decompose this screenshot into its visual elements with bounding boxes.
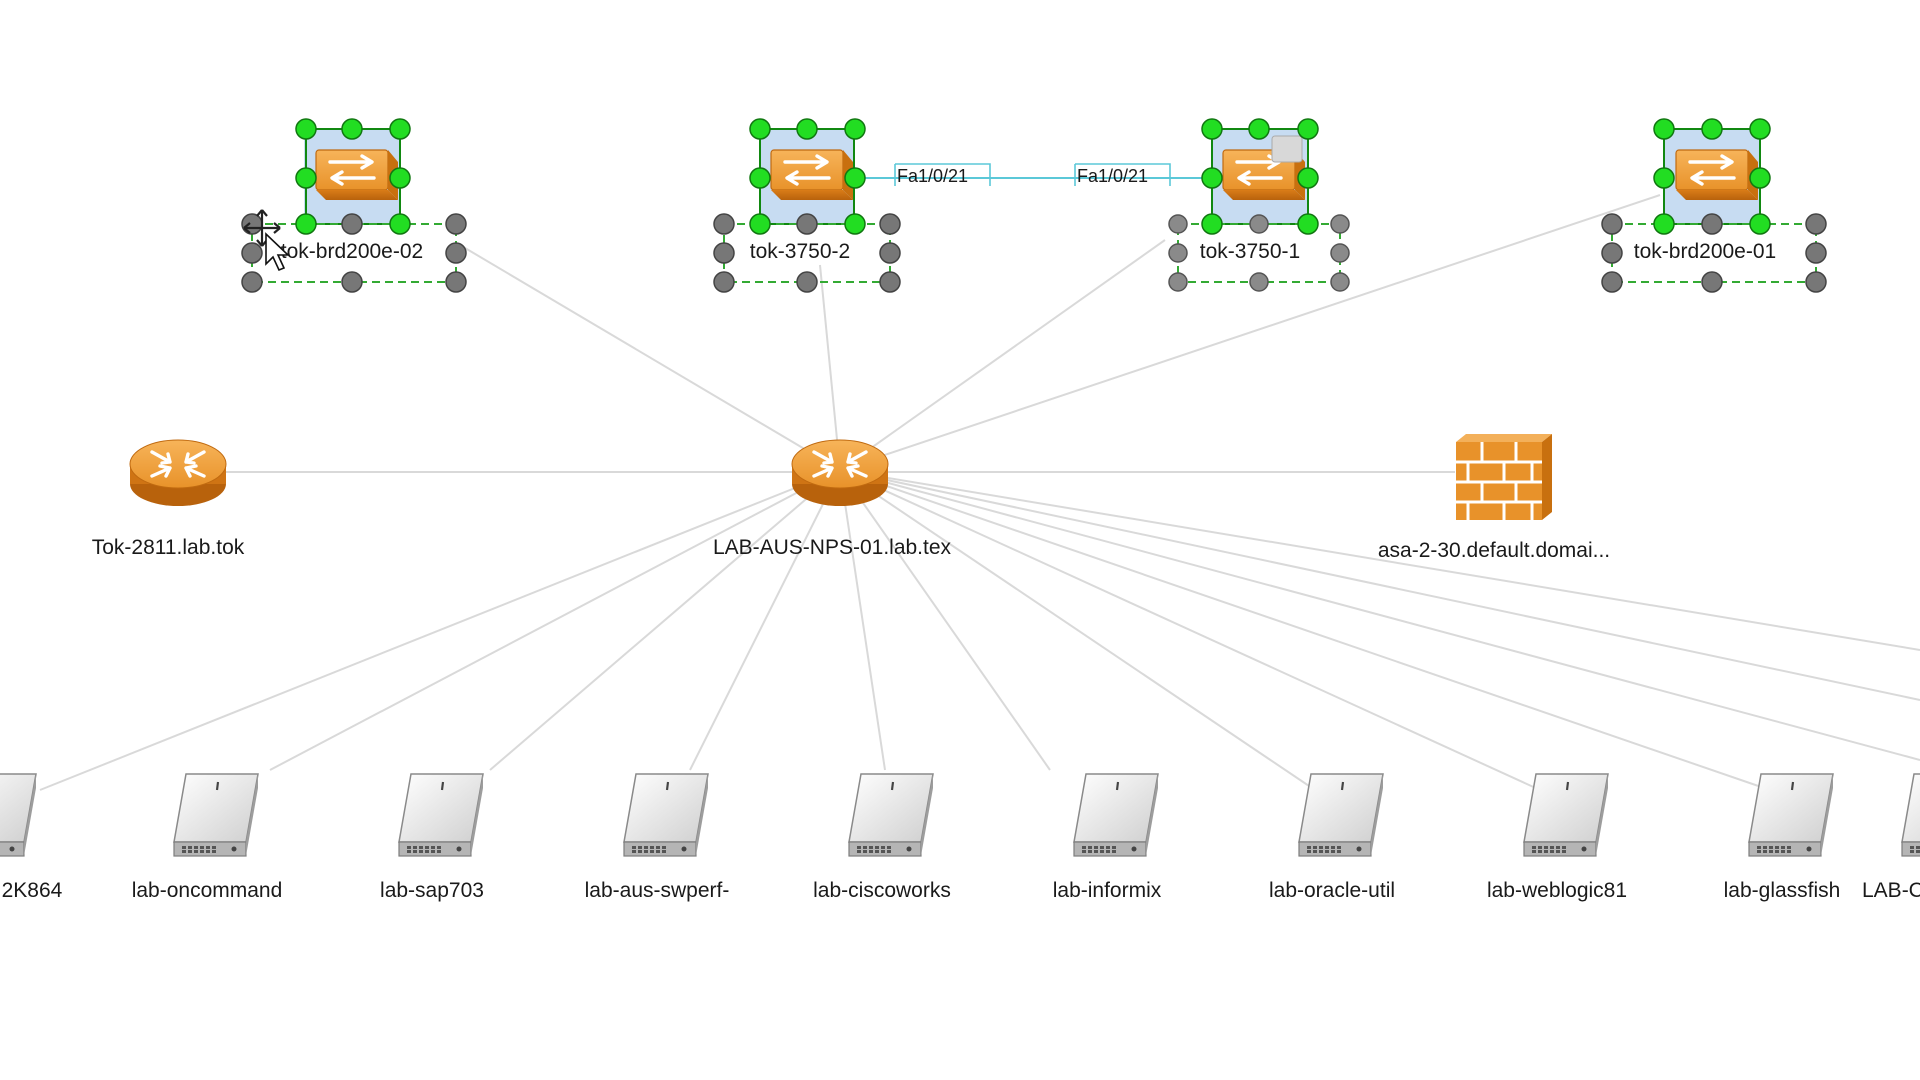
server-icon	[172, 772, 260, 858]
server-node-srv-1[interactable]: lab-oncommand	[132, 772, 283, 902]
link-nps-3750-2[interactable]	[819, 264, 841, 471]
link-nps-srv3[interactable]	[689, 469, 841, 771]
link-nps-srv7[interactable]	[839, 469, 1541, 791]
link-nps-offscreen-1[interactable]	[839, 469, 1920, 701]
router-node-tok-2811[interactable]: Tok-2811.lab.tok	[92, 438, 245, 559]
switch-label: tok-brd200e-01	[1634, 240, 1776, 263]
router-label: Tok-2811.lab.tok	[92, 536, 245, 559]
selection-handles[interactable]	[295, 118, 411, 235]
server-icon	[1522, 772, 1610, 858]
link-nps-srv5[interactable]	[839, 469, 1051, 771]
server-node-srv-0[interactable]: 2K864	[0, 772, 63, 902]
server-label: lab-oncommand	[132, 879, 283, 902]
server-icon	[0, 772, 38, 858]
label-handles[interactable]	[241, 213, 467, 293]
server-node-srv-8[interactable]: lab-glassfish	[1724, 772, 1841, 902]
server-label: lab-ciscoworks	[813, 879, 951, 902]
selection-handles[interactable]	[1201, 118, 1319, 235]
link-nps-srv8[interactable]	[839, 469, 1771, 791]
router-node-lab-aus-nps-01[interactable]: LAB-AUS-NPS-01.lab.tex	[713, 438, 952, 559]
link-nps-srv0[interactable]	[39, 469, 841, 791]
selection-handles[interactable]	[749, 118, 866, 235]
link-nps-srv2[interactable]	[489, 469, 841, 771]
router-label: LAB-AUS-NPS-01.lab.tex	[713, 536, 952, 559]
switch-icon	[757, 126, 857, 226]
server-icon	[847, 772, 935, 858]
server-icon	[1900, 772, 1920, 858]
link-nps-offscreen-2[interactable]	[839, 469, 1920, 651]
server-icon	[622, 772, 710, 858]
server-label: lab-aus-swperf-	[585, 879, 730, 902]
link-nps-srv1[interactable]	[269, 469, 841, 771]
server-icon	[1747, 772, 1835, 858]
module-badge-icon	[1271, 135, 1303, 163]
port-label-from: Fa1/0/21	[897, 166, 968, 186]
server-label: LAB-C	[1862, 879, 1920, 902]
server-node-srv-9[interactable]: LAB-C	[1862, 772, 1920, 902]
router-icon	[128, 438, 228, 508]
port-link-3750[interactable]: Fa1/0/21 Fa1/0/21	[860, 163, 1205, 186]
server-label: lab-sap703	[380, 879, 484, 902]
switch-icon	[1662, 126, 1762, 226]
move-cursor-icon	[243, 209, 290, 272]
server-icon	[397, 772, 485, 858]
server-label: lab-glassfish	[1724, 879, 1841, 902]
label-handles[interactable]	[1168, 214, 1350, 292]
firewall-label: asa-2-30.default.domai...	[1378, 539, 1610, 562]
server-icon	[1072, 772, 1160, 858]
firewall-node-asa-2-30[interactable]: asa-2-30.default.domai...	[1378, 432, 1610, 562]
server-node-srv-7[interactable]: lab-weblogic81	[1487, 772, 1627, 902]
firewall-icon	[1454, 432, 1554, 522]
server-node-srv-4[interactable]: lab-ciscoworks	[813, 772, 951, 902]
port-label-to: Fa1/0/21	[1077, 166, 1148, 186]
switch-label: tok-brd200e-02	[281, 240, 423, 263]
switch-label: tok-3750-2	[750, 240, 850, 263]
server-node-srv-6[interactable]: lab-oracle-util	[1269, 772, 1395, 902]
switch-node-tok-3750-2[interactable]: tok-3750-2	[713, 118, 901, 293]
label-handles[interactable]	[713, 213, 901, 293]
server-label: 2K864	[2, 879, 63, 902]
server-node-srv-2[interactable]: lab-sap703	[380, 772, 485, 902]
link-nps-brd01[interactable]	[839, 194, 1661, 471]
link-nps-brd02[interactable]	[459, 244, 841, 471]
router-icon	[790, 438, 890, 508]
switch-node-tok-brd200e-01[interactable]: tok-brd200e-01	[1601, 118, 1827, 293]
selection-handles[interactable]	[1653, 118, 1771, 235]
link-nps-3750-1[interactable]	[839, 239, 1166, 471]
link-layer	[39, 194, 1920, 791]
switch-node-tok-brd200e-02[interactable]: tok-brd200e-02	[241, 118, 467, 293]
server-label: lab-weblogic81	[1487, 879, 1627, 902]
link-nps-srv4[interactable]	[839, 469, 886, 771]
switch-label: tok-3750-1	[1200, 240, 1300, 263]
switch-node-tok-3750-1[interactable]: tok-3750-1	[1168, 118, 1350, 292]
server-node-srv-5[interactable]: lab-informix	[1053, 772, 1162, 902]
link-nps-srv9[interactable]	[839, 469, 1920, 761]
label-handles[interactable]	[1601, 213, 1827, 293]
server-node-srv-3[interactable]: lab-aus-swperf-	[585, 772, 730, 902]
server-label: lab-informix	[1053, 879, 1162, 902]
server-icon	[1297, 772, 1385, 858]
switch-icon	[302, 126, 402, 226]
link-nps-srv6[interactable]	[839, 469, 1316, 791]
server-label: lab-oracle-util	[1269, 879, 1395, 902]
